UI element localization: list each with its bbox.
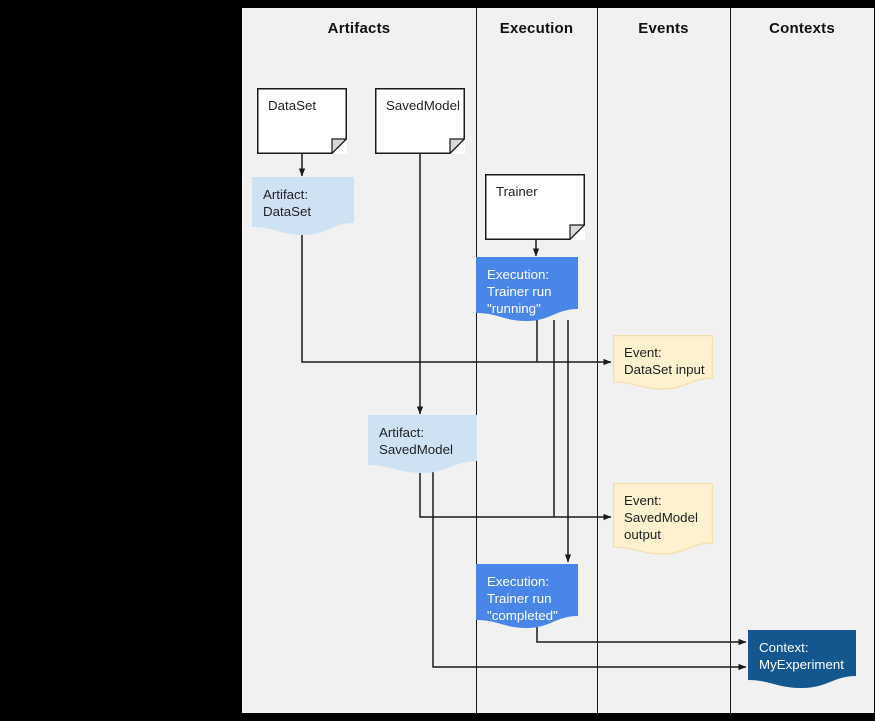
node-label: Event: SavedModel output [624,493,698,542]
execution-shape [476,564,578,628]
column-header-events: Events [638,20,689,37]
node-type-trainer[interactable]: Trainer [485,174,586,241]
context-shape [748,630,856,688]
column-divider-execution-events [597,8,598,713]
node-event-savedmodel-output[interactable]: Event: SavedModel output [613,483,713,555]
column-divider-artifacts-execution [476,8,477,713]
node-artifact-savedmodel[interactable]: Artifact: SavedModel [368,415,477,477]
node-artifact-dataset[interactable]: Artifact: DataSet [252,177,354,239]
node-label: Context: MyExperiment [759,640,844,672]
event-shape [613,335,713,390]
note-shape [257,88,348,155]
node-label: Artifact: SavedModel [379,425,453,457]
note-shape [375,88,466,155]
node-execution-running[interactable]: Execution: Trainer run "running" [476,257,578,323]
node-label: SavedModel [386,98,460,113]
edge-execution-completed-to-context [536,626,747,646]
column-divider-events-contexts [730,8,731,713]
node-event-dataset-input[interactable]: Event: DataSet input [613,335,713,393]
node-label: Execution: Trainer run "running" [487,267,552,316]
node-type-dataset[interactable]: DataSet [257,88,348,155]
event-shape [613,483,713,555]
node-execution-completed[interactable]: Execution: Trainer run "completed" [476,564,578,630]
note-shape [485,174,586,241]
column-header-execution: Execution [499,20,574,37]
edge-artifact-savedmodel-to-event [419,470,612,521]
artifact-shape [252,177,354,235]
artifact-shape [368,415,477,473]
column-header-contexts: Contexts [769,20,835,37]
column-header-artifacts: Artifacts [327,20,391,37]
edge-artifact-savedmodel-to-context [432,470,747,671]
node-label: Trainer [496,184,538,199]
execution-shape [476,257,578,321]
connector-layer [298,154,747,671]
node-label: DataSet [268,98,317,113]
node-type-savedmodel[interactable]: SavedModel [375,88,466,155]
diagram-canvas: Artifacts Execution Events Contexts [242,8,874,713]
edge-artifact-dataset-to-event [301,232,612,366]
node-label: Artifact: DataSet [263,187,312,219]
node-label: Event: DataSet input [624,345,705,377]
node-context-myexperiment[interactable]: Context: MyExperiment [748,630,856,692]
node-label: Execution: Trainer run "completed" [487,574,558,623]
